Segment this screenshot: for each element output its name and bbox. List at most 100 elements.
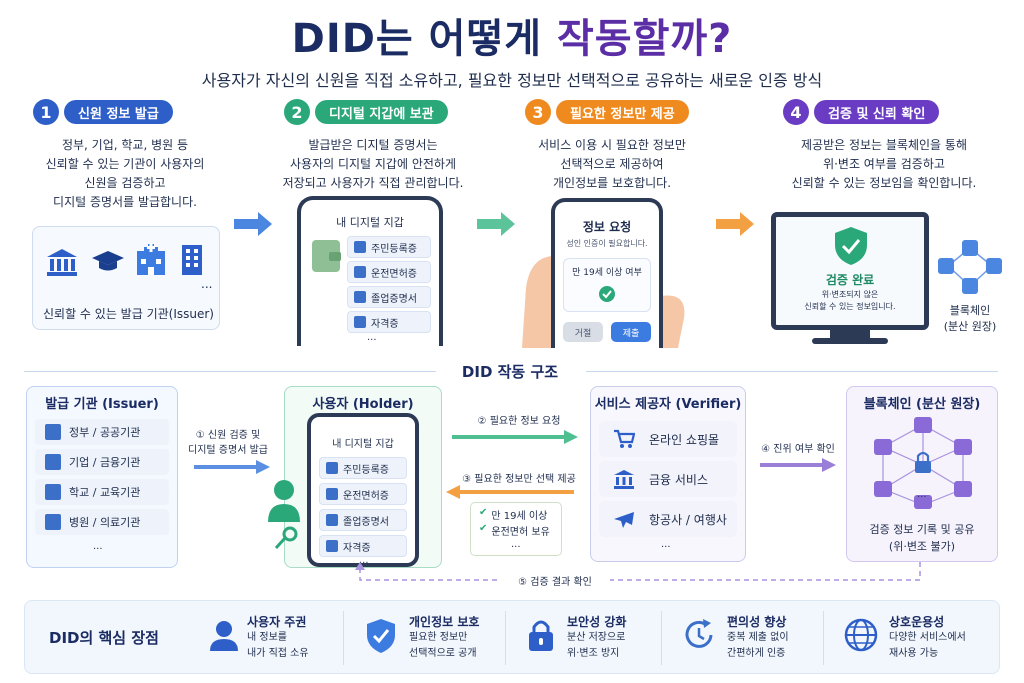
benefit-divider: [661, 611, 662, 665]
benefit-divider: [505, 611, 506, 665]
globe-icon: [844, 618, 878, 652]
benefit-divider: [823, 611, 824, 665]
check-circle-icon: [599, 286, 615, 302]
school-icon: [45, 484, 61, 500]
wallet-item[interactable]: 졸업증명서: [347, 286, 431, 308]
selected-item: ✔만 19세 이상: [479, 507, 547, 522]
holder-wallet-item[interactable]: 운전면허증: [319, 483, 407, 505]
check-icon: ✔: [479, 507, 488, 518]
step-arrow-right-icon: [234, 212, 272, 236]
wallet-item[interactable]: 자격증: [347, 311, 431, 333]
holder-wallet-item[interactable]: 자격증: [319, 535, 407, 557]
user-person-icon: [268, 480, 300, 550]
license-icon: [354, 266, 366, 278]
flow-5-label: ⑤ 검증 결과 확인: [500, 573, 610, 588]
monitor-stand: [830, 330, 870, 340]
flow-3-arrow-icon: [446, 485, 574, 499]
blockchain-panel-caption-line: (위·변조 불가): [888, 540, 956, 553]
selected-more: ...: [511, 539, 521, 550]
flow-1-label: ① 신원 검증 및 디지털 증명서 발급: [184, 428, 272, 458]
issuer-panel: 발급 기관 (Issuer) 정부 / 공공기관 기업 / 금융기관 학교 / …: [26, 386, 178, 568]
step-2-desc-line: 사용자의 디지털 지갑에 안전하게: [289, 157, 456, 171]
verifier-row-label: 온라인 쇼핑몰: [649, 432, 720, 447]
benefits-title: DID의 핵심 장점: [49, 629, 159, 647]
issuer-row-label: 병원 / 의료기관: [69, 516, 141, 529]
issuer-row-label: 학교 / 교육기관: [69, 486, 141, 499]
submit-button[interactable]: 제출: [611, 322, 651, 342]
step-1-desc-line: 디지털 증명서를 발급합니다.: [53, 195, 197, 209]
holder-phone: 내 디지털 지갑 주민등록증 운전면허증 졸업증명서 자격증 ...: [307, 413, 419, 567]
step-4-description: 제공받은 정보는 블록체인을 통해 위·변조 여부를 검증하고 신뢰할 수 있는…: [770, 136, 998, 193]
selected-item: ✔운전면허 보유: [479, 523, 550, 538]
request-question-card: 만 19세 이상 여부: [563, 258, 651, 312]
holder-panel: 사용자 (Holder) 내 디지털 지갑 주민등록증 운전면허증 졸업증명서 …: [284, 386, 442, 568]
wallet-item-label: 주민등록증: [371, 243, 417, 255]
step-2-number: 2: [284, 99, 310, 125]
selected-item-label: 운전면허 보유: [491, 527, 550, 538]
verifier-row-label: 금융 서비스: [649, 472, 709, 487]
benefit-title: 상호운용성: [889, 615, 945, 629]
divider-right: [586, 371, 998, 372]
holder-wallet-title: 내 디지털 지갑: [332, 439, 394, 450]
request-phone: 정보 요청 성인 인증이 필요합니다. 만 19세 이상 여부 거절 제출: [551, 198, 663, 348]
step-3-desc-line: 선택적으로 제공하여: [560, 157, 664, 171]
lock-icon: [529, 620, 553, 651]
wallet-more: ...: [367, 332, 377, 343]
issuer-more: ...: [93, 541, 103, 552]
divider-left: [24, 371, 436, 372]
step-1-description: 정부, 기업, 학교, 병원 등 신뢰할 수 있는 기관이 사용자의 신원을 검…: [20, 136, 230, 212]
verifier-more: ...: [661, 539, 671, 550]
structure-title: DID 작동 구조: [461, 363, 559, 381]
issuer-row: 학교 / 교육기관: [35, 479, 169, 505]
holder-wallet-item-label: 자격증: [343, 542, 371, 554]
request-subtitle: 성인 인증이 필요합니다.: [566, 239, 648, 248]
user-shield-icon: [210, 621, 238, 651]
benefit-desc-line: 선택적으로 공개: [409, 648, 477, 659]
verify-status: 검증 완료: [825, 273, 875, 287]
wallet-item[interactable]: 주민등록증: [347, 236, 431, 258]
step-4-number: 4: [783, 99, 809, 125]
wallet-phone-title: 내 디지털 지갑: [336, 216, 404, 229]
benefit-desc-line: 내 정보를: [247, 632, 287, 643]
wallet-item-label: 자격증: [371, 318, 399, 330]
holder-wallet-more: ...: [359, 555, 369, 566]
blockchain-cubes-icon: [938, 240, 1002, 294]
certificate-icon: [354, 316, 366, 328]
issuer-row-label: 기업 / 금융기관: [69, 456, 141, 469]
benefit-desc-line: 내가 직접 소유: [247, 648, 309, 659]
graduation-cap-icon: [92, 251, 124, 271]
issuer-row-label: 정부 / 공공기관: [69, 426, 141, 439]
flow-4-arrow-icon: [760, 458, 836, 472]
office-building-icon: [182, 245, 202, 275]
flow-5-dashed-arrow-icon: [355, 562, 921, 581]
shield-check-icon: [835, 227, 867, 265]
blockchain-panel-caption: 검증 정보 기록 및 공유 (위·변조 불가): [847, 521, 997, 555]
benefit-desc-line: 필요한 정보만: [409, 632, 468, 643]
step-arrow-right-icon: [716, 212, 754, 236]
blockchain-caption: 블록체인 (분산 원장): [930, 303, 1010, 335]
benefit-title: 보안성 강화: [567, 615, 627, 629]
holder-wallet-item-label: 주민등록증: [343, 464, 389, 476]
company-icon: [45, 454, 61, 470]
step-1-number: 1: [33, 99, 59, 125]
holder-wallet-item[interactable]: 졸업증명서: [319, 509, 407, 531]
reject-button[interactable]: 거절: [563, 322, 603, 342]
wallet-item[interactable]: 운전면허증: [347, 261, 431, 283]
title-highlight: 작동할까?: [556, 16, 733, 62]
hospital-icon: [45, 514, 61, 530]
holder-wallet-item-label: 졸업증명서: [343, 516, 389, 528]
step-2-description: 발급받은 디지털 증명서는 사용자의 디지털 지갑에 안전하게 저장되고 사용자…: [262, 136, 484, 193]
benefit-title: 편의성 향상: [727, 615, 787, 629]
step-1-label: 신원 정보 발급: [64, 100, 173, 124]
step-4-desc-line: 제공받은 정보는 블록체인을 통해: [800, 138, 967, 152]
license-icon: [326, 488, 338, 500]
shield-check-icon: [367, 619, 395, 653]
selected-info-card: ✔만 19세 이상 ✔운전면허 보유 ...: [470, 502, 562, 556]
issuer-row: 병원 / 의료기관: [35, 509, 169, 535]
verify-desc-1: 위·변조되지 않은: [821, 290, 879, 299]
government-icon: [45, 424, 61, 440]
holder-wallet-item[interactable]: 주민등록증: [319, 457, 407, 479]
step-4-desc-line: 위·변조 여부를 검증하고: [823, 157, 945, 171]
